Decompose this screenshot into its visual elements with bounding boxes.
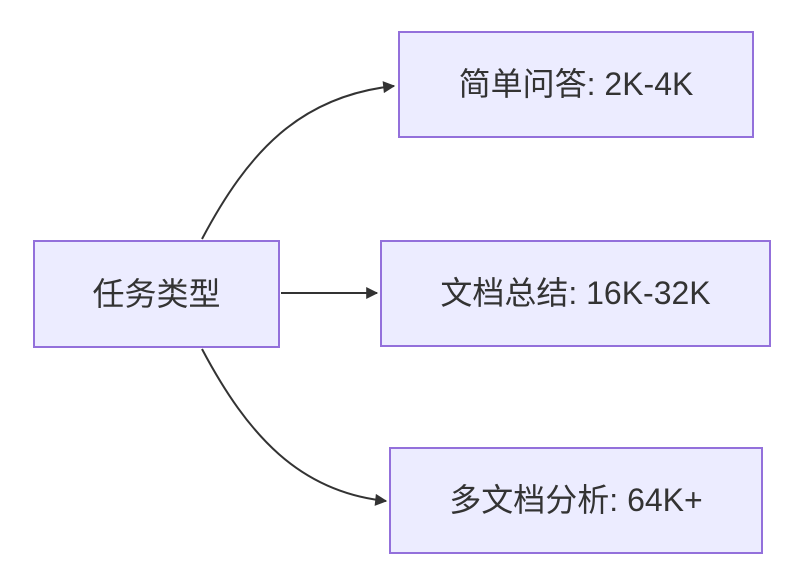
edge-task-to-multi-doc — [201, 348, 388, 506]
node-multi-doc-label: 多文档分析: 64K+ — [449, 482, 703, 519]
node-multi-doc: 多文档分析: 64K+ — [389, 447, 763, 554]
node-task-type: 任务类型 — [33, 240, 280, 348]
node-simple-qa-label: 简单问答: 2K-4K — [458, 66, 694, 103]
edge-task-to-simple-qa — [201, 81, 396, 240]
node-simple-qa: 简单问答: 2K-4K — [398, 31, 754, 138]
node-task-type-label: 任务类型 — [92, 275, 221, 312]
node-doc-summary-label: 文档总结: 16K-32K — [440, 275, 711, 312]
node-doc-summary: 文档总结: 16K-32K — [380, 240, 771, 347]
